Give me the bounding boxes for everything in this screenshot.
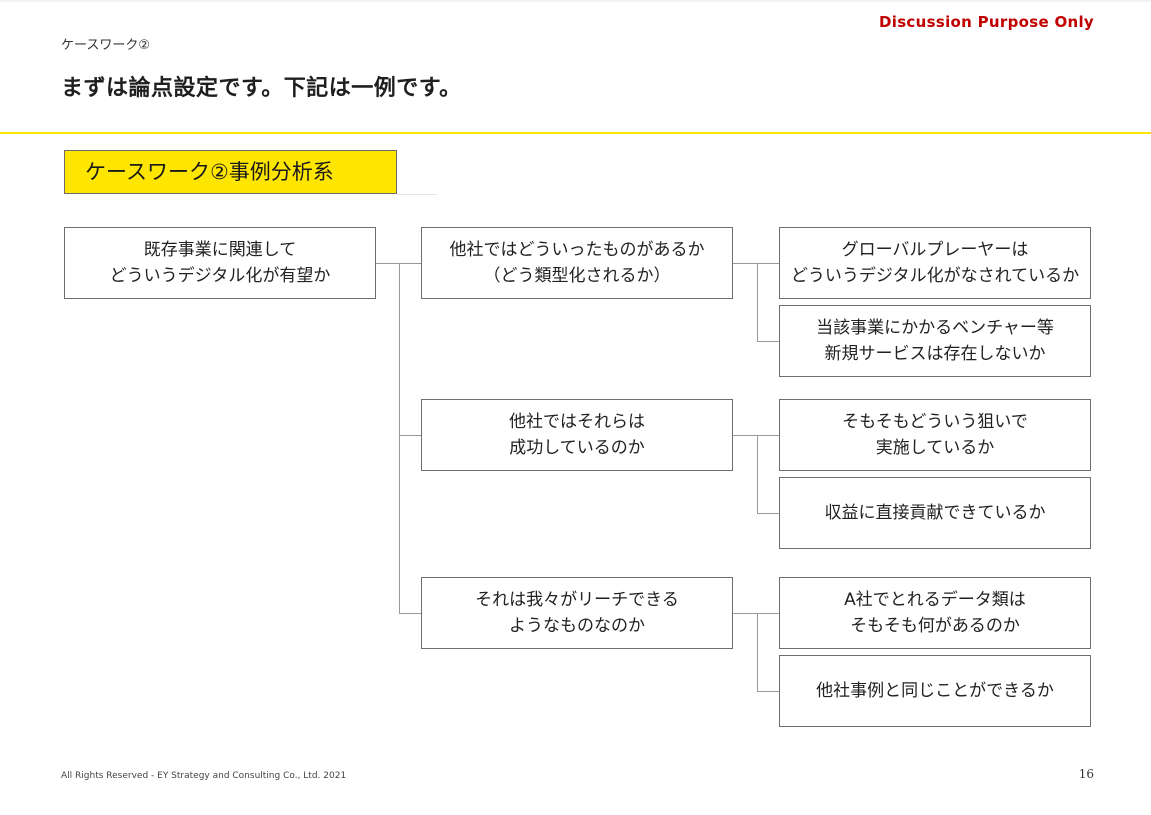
root-issue-box: 既存事業に関連して どういうデジタル化が有望か [64, 227, 376, 299]
connector-group1-trunk [757, 263, 758, 341]
detail-issue-box-1-2: 当該事業にかかるベンチャー等 新規サービスは存在しないか [779, 305, 1091, 377]
sub-issue-3-line1: それは我々がリーチできる [475, 590, 679, 610]
section-label-underline [397, 194, 437, 195]
connector-branch-2 [399, 435, 421, 436]
root-issue-line2: どういうデジタル化が有望か [109, 266, 331, 286]
detail-3-2-line1: 他社事例と同じことができるか [816, 681, 1054, 701]
connector-group3-leaf2 [757, 691, 779, 692]
sub-issue-box-3: それは我々がリーチできる ようなものなのか [421, 577, 733, 649]
detail-2-1-line1: そもそもどういう狙いで [842, 412, 1028, 432]
detail-issue-box-2-1: そもそもどういう狙いで 実施しているか [779, 399, 1091, 471]
discussion-notice: Discussion Purpose Only [879, 13, 1094, 31]
detail-2-1-line2: 実施しているか [875, 438, 995, 458]
detail-3-1-line2: そもそも何があるのか [850, 616, 1020, 636]
sub-issue-box-1: 他社ではどういったものがあるか （どう類型化されるか） [421, 227, 733, 299]
connector-group1-stub [733, 263, 757, 264]
detail-issue-box-2-2: 収益に直接貢献できているか [779, 477, 1091, 549]
detail-issue-box-1-1: グローバルプレーヤーは どういうデジタル化がなされているか [779, 227, 1091, 299]
sub-issue-3-line2: ようなものなのか [509, 616, 645, 636]
detail-issue-box-3-1: A社でとれるデータ類は そもそも何があるのか [779, 577, 1091, 649]
detail-1-2-line1: 当該事業にかかるベンチャー等 [816, 318, 1054, 338]
connector-root-stub [376, 263, 399, 264]
connector-branch-3 [399, 613, 421, 614]
connector-group1-leaf2 [757, 341, 779, 342]
section-label: ケースワーク②事例分析系 [64, 150, 397, 194]
sub-issue-box-2: 他社ではそれらは 成功しているのか [421, 399, 733, 471]
page-title: まずは論点設定です。下記は一例です。 [61, 76, 462, 101]
connector-trunk [399, 263, 400, 614]
sub-issue-1-line2: （どう類型化されるか） [483, 266, 671, 286]
detail-3-1-line1: A社でとれるデータ類は [844, 590, 1026, 610]
connector-group3-trunk [757, 613, 758, 691]
connector-branch-1 [399, 263, 421, 264]
detail-issue-box-3-2: 他社事例と同じことができるか [779, 655, 1091, 727]
detail-1-2-line2: 新規サービスは存在しないか [824, 344, 1046, 364]
detail-1-1-line2: どういうデジタル化がなされているか [790, 266, 1080, 286]
top-stripe [0, 0, 1151, 2]
connector-group2-trunk [757, 435, 758, 513]
connector-group2-leaf1 [757, 435, 779, 436]
connector-group1-leaf1 [757, 263, 779, 264]
connector-group3-leaf1 [757, 613, 779, 614]
sub-issue-2-line1: 他社ではそれらは [509, 412, 645, 432]
sub-issue-1-line1: 他社ではどういったものがあるか [449, 240, 705, 260]
connector-group3-stub [733, 613, 757, 614]
root-issue-line1: 既存事業に関連して [143, 240, 297, 260]
detail-1-1-line1: グローバルプレーヤーは [841, 240, 1029, 260]
title-divider [0, 132, 1151, 134]
breadcrumb: ケースワーク② [61, 38, 151, 53]
connector-group2-leaf2 [757, 513, 779, 514]
sub-issue-2-line2: 成功しているのか [509, 438, 645, 458]
detail-2-2-line1: 収益に直接貢献できているか [824, 503, 1046, 523]
page-number: 16 [1078, 767, 1094, 781]
copyright-footer: All Rights Reserved - EY Strategy and Co… [61, 771, 347, 781]
connector-group2-stub [733, 435, 757, 436]
